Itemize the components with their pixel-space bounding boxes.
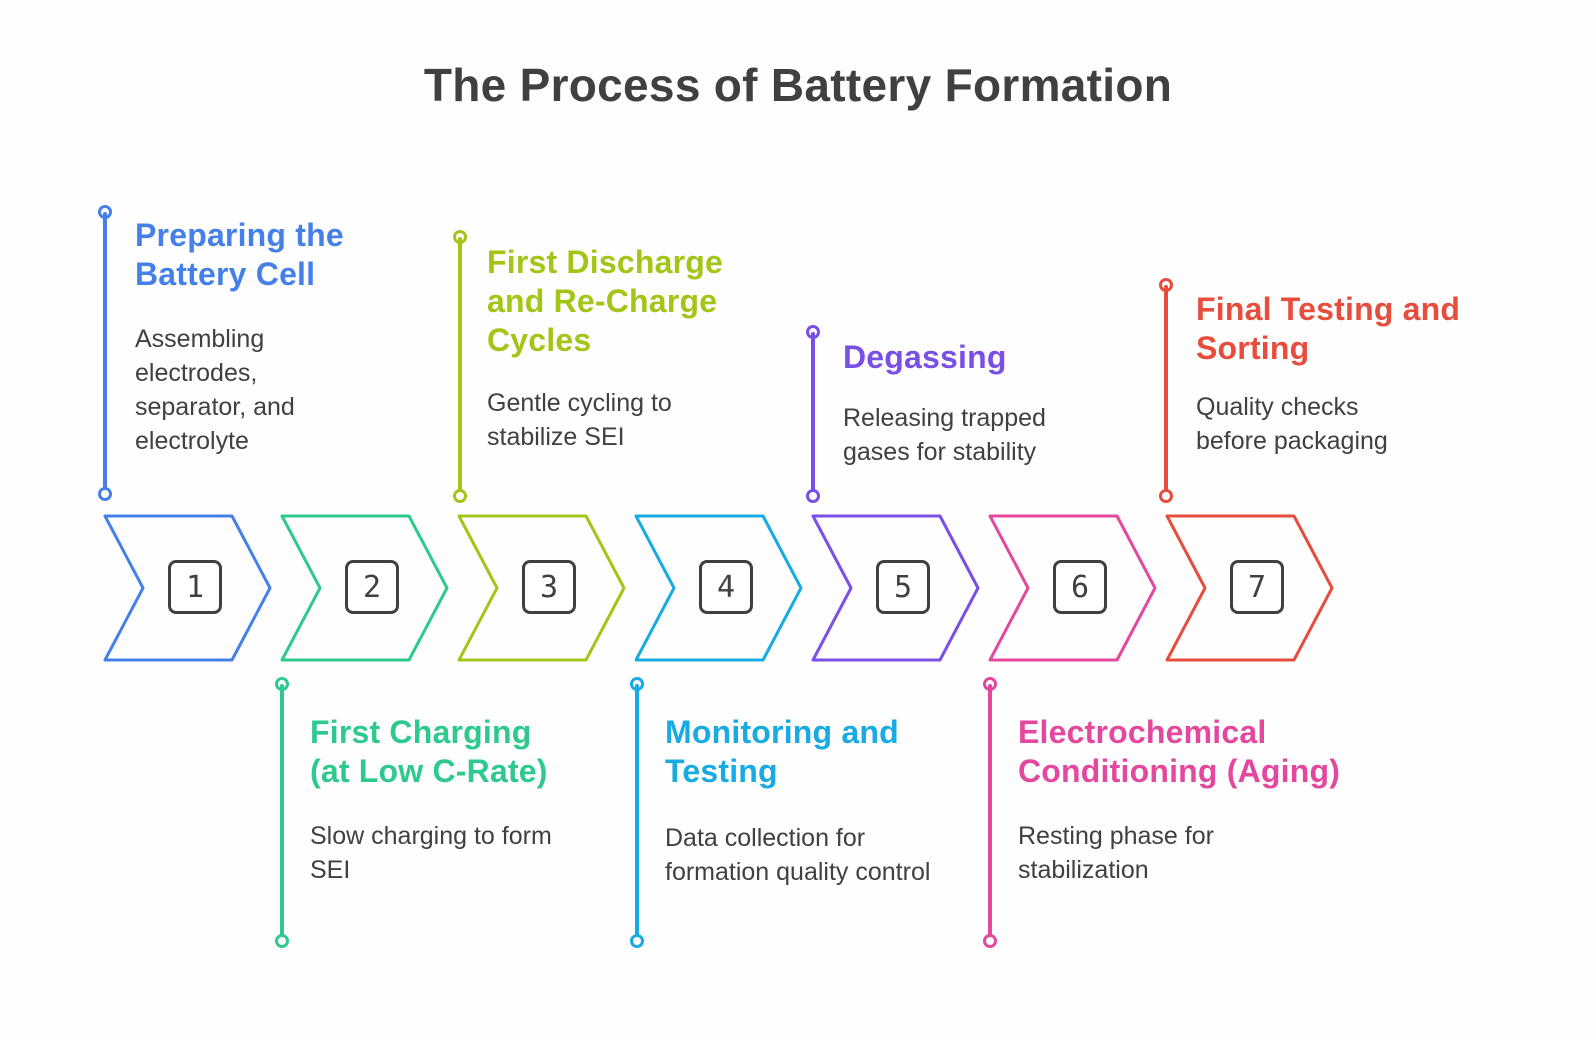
step-6-connector-dot-bottom bbox=[983, 934, 997, 948]
step-4-connector-dot-bottom bbox=[630, 934, 644, 948]
step-5-connector-dot-bottom bbox=[806, 489, 820, 503]
step-4-description: Data collection for formation quality co… bbox=[665, 824, 931, 887]
step-3-connector-dot-bottom bbox=[453, 489, 467, 503]
step-2-number: 2 bbox=[345, 560, 399, 614]
step-7-label: Final Testing and Sorting Quality checks… bbox=[1196, 290, 1466, 458]
step-7-number: 7 bbox=[1230, 560, 1284, 614]
process-flow-chevrons bbox=[103, 514, 1334, 662]
step-1-chevron bbox=[103, 514, 272, 662]
step-4-number: 4 bbox=[699, 560, 753, 614]
step-7-connector-dot-bottom bbox=[1159, 489, 1173, 503]
step-2-connector-dot-bottom bbox=[275, 934, 289, 948]
step-3-title: First Discharge and Re-Charge Cycles bbox=[487, 244, 723, 359]
step-5-connector-line bbox=[811, 332, 815, 496]
step-5-number: 5 bbox=[876, 560, 930, 614]
step-4-connector-line bbox=[635, 684, 639, 941]
step-3-description: Gentle cycling to stabilize SEI bbox=[487, 389, 672, 452]
step-1-connector-line bbox=[103, 212, 107, 494]
step-5-label: Degassing Releasing trapped gases for st… bbox=[843, 338, 1143, 469]
step-1-label: Preparing the Battery Cell Assembling el… bbox=[135, 216, 425, 458]
step-2-description: Slow charging to form SEI bbox=[310, 822, 552, 885]
step-1-description: Assembling electrodes, separator, and el… bbox=[135, 325, 295, 456]
step-5-description: Releasing trapped gases for stability bbox=[843, 404, 1046, 467]
step-4-title: Monitoring and Testing bbox=[665, 714, 899, 790]
step-3-label: First Discharge and Re-Charge Cycles Gen… bbox=[487, 243, 767, 454]
step-2-title: First Charging (at Low C-Rate) bbox=[310, 714, 548, 790]
step-7-connector bbox=[1159, 278, 1173, 503]
step-1-title: Preparing the Battery Cell bbox=[135, 217, 344, 293]
step-5-chevron bbox=[811, 514, 980, 662]
step-2-chevron bbox=[280, 514, 449, 662]
page-title: The Process of Battery Formation bbox=[423, 59, 1173, 111]
step-3-chevron bbox=[457, 514, 626, 662]
step-4-connector bbox=[630, 677, 644, 948]
step-6-label: Electrochemical Conditioning (Aging) Res… bbox=[1018, 713, 1348, 887]
step-2-connector bbox=[275, 677, 289, 948]
step-6-title: Electrochemical Conditioning (Aging) bbox=[1018, 714, 1341, 790]
step-7-description: Quality checks before packaging bbox=[1196, 393, 1388, 456]
step-6-connector-line bbox=[988, 684, 992, 941]
step-7-chevron bbox=[1165, 514, 1334, 662]
step-6-number: 6 bbox=[1053, 560, 1107, 614]
step-6-connector bbox=[983, 677, 997, 948]
step-3-connector bbox=[453, 230, 467, 503]
step-6-chevron bbox=[988, 514, 1157, 662]
step-1-number: 1 bbox=[168, 560, 222, 614]
step-2-connector-line bbox=[280, 684, 284, 941]
step-3-connector-line bbox=[458, 237, 462, 496]
step-7-connector-line bbox=[1164, 285, 1168, 496]
step-3-number: 3 bbox=[522, 560, 576, 614]
step-5-title: Degassing bbox=[843, 339, 1007, 375]
step-7-title: Final Testing and Sorting bbox=[1196, 291, 1461, 367]
step-1-connector bbox=[98, 205, 112, 501]
step-6-description: Resting phase for stabilization bbox=[1018, 822, 1214, 885]
step-4-label: Monitoring and Testing Data collection f… bbox=[665, 713, 965, 889]
step-4-chevron bbox=[634, 514, 803, 662]
step-1-connector-dot-bottom bbox=[98, 487, 112, 501]
step-5-connector bbox=[806, 325, 820, 503]
step-2-label: First Charging (at Low C-Rate) Slow char… bbox=[310, 713, 560, 887]
